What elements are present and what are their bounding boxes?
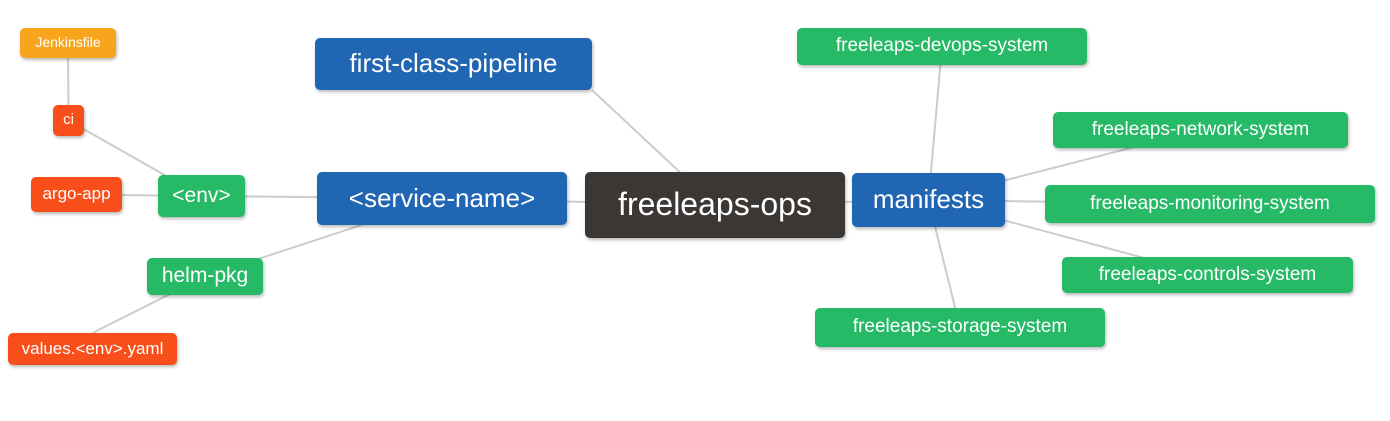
node-argo-app[interactable]: argo-app xyxy=(31,177,122,212)
node-label: freeleaps-ops xyxy=(618,186,812,222)
node-label: ci xyxy=(63,111,74,128)
node-label: helm-pkg xyxy=(161,264,249,287)
node-freeleaps-devops-system[interactable]: freeleaps-devops-system xyxy=(797,28,1087,65)
node-label: <env> xyxy=(172,183,231,207)
node-freeleaps-storage-system[interactable]: freeleaps-storage-system xyxy=(815,308,1105,347)
node-label: values.<env>.yaml xyxy=(21,338,164,358)
node-freeleaps-controls-system[interactable]: freeleaps-controls-system xyxy=(1062,257,1353,293)
node-label: first-class-pipeline xyxy=(349,48,558,78)
node-values-env-yaml[interactable]: values.<env>.yaml xyxy=(8,333,177,365)
node-label: manifests xyxy=(872,184,985,214)
node-freeleaps-ops[interactable]: freeleaps-ops xyxy=(585,172,845,238)
node-manifests[interactable]: manifests xyxy=(852,173,1005,227)
node-label: freeleaps-storage-system xyxy=(852,316,1068,337)
node-label: Jenkinsfile xyxy=(35,34,101,50)
node-env[interactable]: <env> xyxy=(158,175,245,217)
node-ci[interactable]: ci xyxy=(53,105,84,136)
node-freeleaps-network-system[interactable]: freeleaps-network-system xyxy=(1053,112,1348,148)
node-helm-pkg[interactable]: helm-pkg xyxy=(147,258,263,295)
node-first-class-pipeline[interactable]: first-class-pipeline xyxy=(315,38,592,90)
node-freeleaps-monitoring-system[interactable]: freeleaps-monitoring-system xyxy=(1045,185,1375,223)
node-label: <service-name> xyxy=(348,182,536,213)
node-label: freeleaps-devops-system xyxy=(835,35,1049,56)
node-jenkinsfile[interactable]: Jenkinsfile xyxy=(20,28,116,58)
node-label: argo-app xyxy=(42,184,111,203)
node-service-name[interactable]: <service-name> xyxy=(317,172,567,225)
node-label: freeleaps-controls-system xyxy=(1098,263,1317,285)
node-label: freeleaps-monitoring-system xyxy=(1090,192,1330,214)
node-label: freeleaps-network-system xyxy=(1091,118,1310,140)
